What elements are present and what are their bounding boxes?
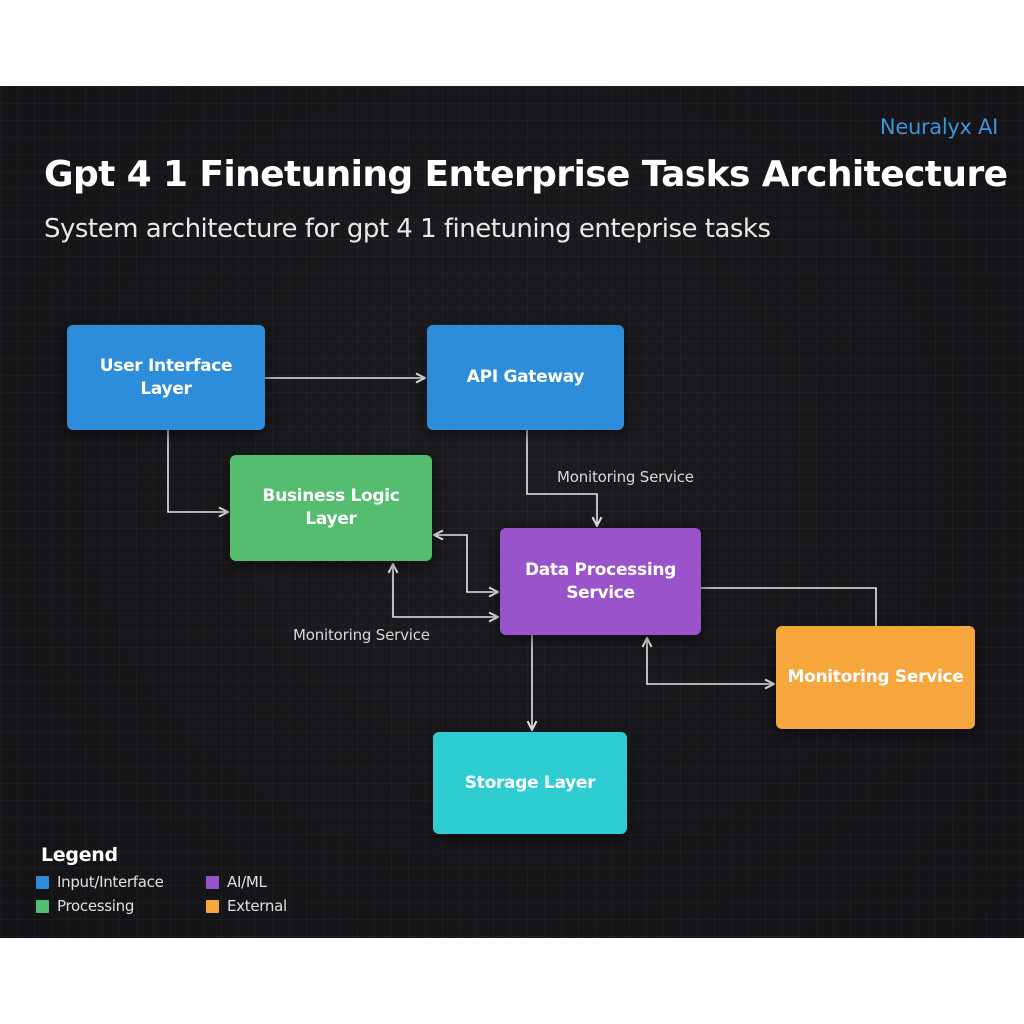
edge-business-data-lower <box>393 564 498 617</box>
node-data-processing-service[interactable]: Data Processing Service <box>500 528 701 635</box>
legend-title: Legend <box>41 844 118 866</box>
node-storage-layer[interactable]: Storage Layer <box>433 732 627 834</box>
legend-label: Processing <box>57 897 135 915</box>
node-label: Storage Layer <box>464 772 596 793</box>
brand-logo-text: Neuralyx AI <box>879 115 998 139</box>
node-business-logic-layer[interactable]: Business Logic Layer <box>230 455 432 561</box>
node-monitoring-service[interactable]: Monitoring Service <box>776 626 975 729</box>
legend-item-processing: Processing <box>36 896 206 916</box>
node-api-gateway[interactable]: API Gateway <box>427 325 624 430</box>
edge-label-api-to-data: Monitoring Service <box>557 468 694 486</box>
legend-label: External <box>227 897 287 915</box>
legend-item-input-interface: Input/Interface <box>36 872 206 892</box>
edge-ui-to-business <box>167 430 228 512</box>
edge-data-monitoring-line <box>701 587 877 626</box>
legend-swatch-purple <box>206 875 219 889</box>
legend-swatch-blue <box>36 875 49 889</box>
legend-label: AI/ML <box>227 873 267 891</box>
edge-data-monitoring-arrow <box>647 638 774 684</box>
legend-items: Input/Interface AI/ML Processing Externa… <box>36 872 326 916</box>
node-label: User Interface Layer <box>99 355 233 399</box>
legend-item-ai-ml: AI/ML <box>206 872 326 892</box>
legend-swatch-orange <box>206 899 219 913</box>
node-label: Business Logic Layer <box>262 486 400 529</box>
node-user-interface-layer[interactable]: User Interface Layer <box>67 325 265 430</box>
legend-swatch-green <box>36 899 49 913</box>
edge-api-to-data <box>526 430 597 526</box>
diagram-subtitle: System architecture for gpt 4 1 finetuni… <box>44 214 771 244</box>
diagram-canvas: Neuralyx AI Gpt 4 1 Finetuning Enterpris… <box>0 86 1024 938</box>
diagram-title: Gpt 4 1 Finetuning Enterprise Tasks Arch… <box>44 154 1008 195</box>
edge-label-business-to-data: Monitoring Service <box>293 626 430 644</box>
legend-label: Input/Interface <box>57 873 164 891</box>
legend-item-external: External <box>206 896 326 916</box>
node-label: API Gateway <box>466 367 585 387</box>
edge-data-business-upper <box>434 535 498 592</box>
legend: Legend Input/Interface AI/ML Processing … <box>36 844 326 916</box>
connectors-layer <box>167 86 877 938</box>
node-label: Data Processing Service <box>524 559 677 603</box>
node-label: Monitoring Service <box>787 667 964 687</box>
